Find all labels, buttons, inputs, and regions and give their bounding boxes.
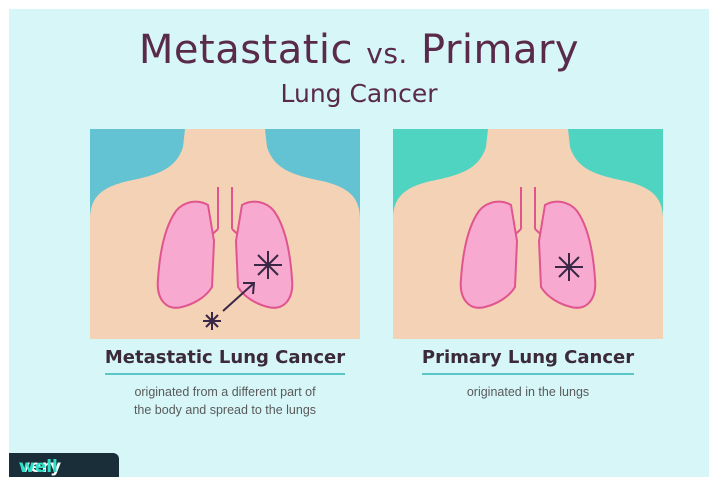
- metastatic-heading: Metastatic Lung Cancer: [105, 346, 345, 375]
- title-word-vs: vs.: [366, 37, 408, 70]
- primary-illustration-svg: [393, 129, 663, 339]
- metastatic-caption: Metastatic Lung Cancer originated from a…: [65, 346, 385, 419]
- metastatic-description-line2: the body and spread to the lungs: [65, 401, 385, 419]
- metastatic-illustration: [90, 129, 360, 339]
- primary-illustration: [393, 129, 663, 339]
- title-word-primary: Primary: [421, 27, 579, 73]
- page-subtitle: Lung Cancer: [9, 79, 709, 109]
- infographic: Metastatic vs. Primary Lung Cancer: [9, 9, 709, 477]
- metastatic-illustration-svg: [90, 129, 360, 339]
- primary-caption: Primary Lung Cancer originated in the lu…: [383, 346, 673, 401]
- lung-tumor-icon: [254, 251, 282, 279]
- primary-heading: Primary Lung Cancer: [422, 346, 634, 375]
- primary-description: originated in the lungs: [383, 383, 673, 401]
- title-word-metastatic: Metastatic: [139, 27, 353, 73]
- metastatic-description: originated from a different part of the …: [65, 383, 385, 419]
- lung-tumor-icon: [555, 253, 583, 281]
- page-title: Metastatic vs. Primary: [9, 28, 709, 76]
- metastatic-description-line1: originated from a different part of: [65, 383, 385, 401]
